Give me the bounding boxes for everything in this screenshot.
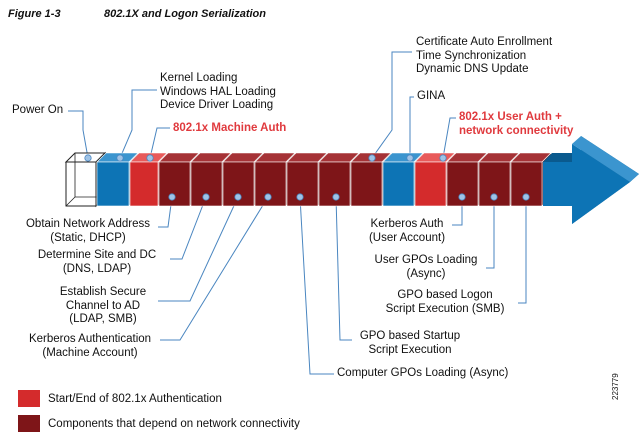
cert-line-2: Time Synchronization	[416, 49, 527, 62]
block-9-front	[350, 161, 383, 207]
legend-swatch-network	[18, 415, 40, 432]
kerberos-user-line-1: Kerberos Auth	[370, 218, 444, 230]
secure-channel-line-1: Establish Secure	[59, 286, 147, 298]
kerberos-user-line-2: (User Account)	[368, 231, 446, 244]
user-gpo-line-2: (Async)	[406, 267, 446, 280]
connector-dot-secure-channel	[234, 193, 242, 201]
connector-dot-logon-script	[522, 193, 530, 201]
network-address-line-2: (Static, DHCP)	[50, 231, 126, 244]
connector-dot-machine-auth	[146, 154, 154, 162]
user-auth-line-1: 802.1x User Auth +	[459, 111, 562, 123]
connector-dot-network-address	[168, 193, 176, 201]
block-2-front	[129, 161, 159, 207]
gpo-startup-line-1: GPO based Startup	[359, 330, 461, 342]
connector-user-gpo	[486, 197, 495, 269]
logon-script-line-2: Script Execution (SMB)	[385, 302, 505, 315]
label-user-auth: 802.1x User Auth + network connectivity	[459, 111, 573, 138]
connector-dot-kernel	[116, 154, 124, 162]
block-10-front	[382, 161, 415, 207]
network-address-line-1: Obtain Network Address	[25, 218, 150, 230]
connector-power-on	[68, 110, 89, 159]
connector-computer-gpo	[299, 196, 334, 375]
connector-dot-kerberos-user	[458, 193, 466, 201]
arrow-top	[572, 136, 639, 182]
label-site-dc: Determine Site and DC (DNS, LDAP)	[28, 249, 166, 276]
label-kerberos-machine: Kerberos Authentication (Machine Account…	[24, 333, 156, 360]
site-dc-line-2: (DNS, LDAP)	[62, 262, 132, 275]
connector-machine-auth	[149, 127, 170, 159]
connector-dot-computer-gpo	[296, 193, 304, 201]
label-gpo-startup: GPO based Startup Script Execution	[354, 330, 466, 357]
legend-label-start-end: Start/End of 802.1x Authentication	[48, 393, 222, 405]
connector-logon-script	[518, 197, 527, 304]
secure-channel-line-3: (LDAP, SMB)	[69, 313, 137, 325]
label-secure-channel: Establish Secure Channel to AD (LDAP, SM…	[52, 286, 154, 327]
label-certificate: Certificate Auto Enrollment Time Synchro…	[416, 36, 552, 77]
kernel-line-2: Windows HAL Loading	[160, 85, 276, 98]
legend-label-network: Components that depend on network connec…	[48, 418, 300, 430]
connector-user-auth	[442, 117, 456, 159]
cert-line-1: Certificate Auto Enrollment	[416, 36, 553, 48]
kernel-line-3: Device Driver Loading	[160, 99, 274, 111]
connector-dot-gina	[406, 154, 414, 162]
kerberos-machine-line-1: Kerberos Authentication	[28, 333, 152, 345]
label-network-address: Obtain Network Address (Static, DHCP)	[20, 218, 156, 245]
gpo-startup-line-2: Script Execution	[368, 343, 452, 356]
user-gpo-line-1: User GPOs Loading	[374, 254, 478, 266]
connector-certificate	[371, 51, 412, 159]
connector-kerberos-machine	[160, 196, 269, 341]
figure-number: Figure 1-3	[8, 8, 61, 20]
label-power-on: Power On	[12, 104, 64, 116]
site-dc-line-1: Determine Site and DC	[37, 249, 157, 261]
label-logon-script: GPO based Logon Script Execution (SMB)	[375, 289, 515, 316]
block-1-front	[96, 161, 130, 207]
connector-dot-certificate	[368, 154, 376, 162]
logon-script-line-1: GPO based Logon	[397, 289, 493, 301]
connector-dot-power-on	[84, 154, 92, 162]
figure-title: 802.1X and Logon Serialization	[104, 8, 266, 20]
connector-gina	[409, 96, 414, 158]
connector-kerberos-user	[452, 197, 463, 226]
connector-lines	[68, 51, 527, 375]
block-0-front	[65, 161, 97, 207]
label-kernel-loading: Kernel Loading Windows HAL Loading Devic…	[160, 72, 276, 113]
cert-line-3: Dynamic DNS Update	[416, 63, 529, 75]
connector-dot-user-gpo	[490, 193, 498, 201]
secure-channel-line-2: Channel to AD	[65, 299, 141, 312]
connector-kernel	[119, 89, 157, 159]
connector-site-dc	[170, 196, 207, 260]
connector-dot-kerberos-machine	[264, 193, 272, 201]
connector-dots	[84, 154, 530, 201]
label-gina: GINA	[417, 90, 446, 102]
connector-dot-site-dc	[202, 193, 210, 201]
figure-id: 223779	[611, 373, 620, 400]
legend-swatch-start-end	[18, 390, 40, 407]
user-auth-line-2: network connectivity	[459, 124, 574, 137]
kerberos-machine-line-2: (Machine Account)	[42, 346, 138, 359]
connector-dot-gpo-startup	[332, 193, 340, 201]
label-user-gpo: User GPOs Loading (Async)	[370, 254, 482, 281]
label-machine-auth: 802.1x Machine Auth	[173, 122, 287, 134]
connector-network-address	[158, 196, 173, 228]
connector-gpo-startup	[335, 196, 352, 341]
timeline-bar	[64, 136, 639, 224]
block-11-front	[414, 161, 447, 207]
connector-dot-user-auth	[439, 154, 447, 162]
label-computer-gpo: Computer GPOs Loading (Async)	[337, 367, 509, 379]
arrow-front	[543, 144, 630, 224]
block-wire-edge	[65, 196, 76, 207]
connector-secure-channel	[158, 196, 239, 302]
kernel-line-1: Kernel Loading	[160, 72, 238, 84]
label-kerberos-user: Kerberos Auth (User Account)	[366, 218, 448, 245]
